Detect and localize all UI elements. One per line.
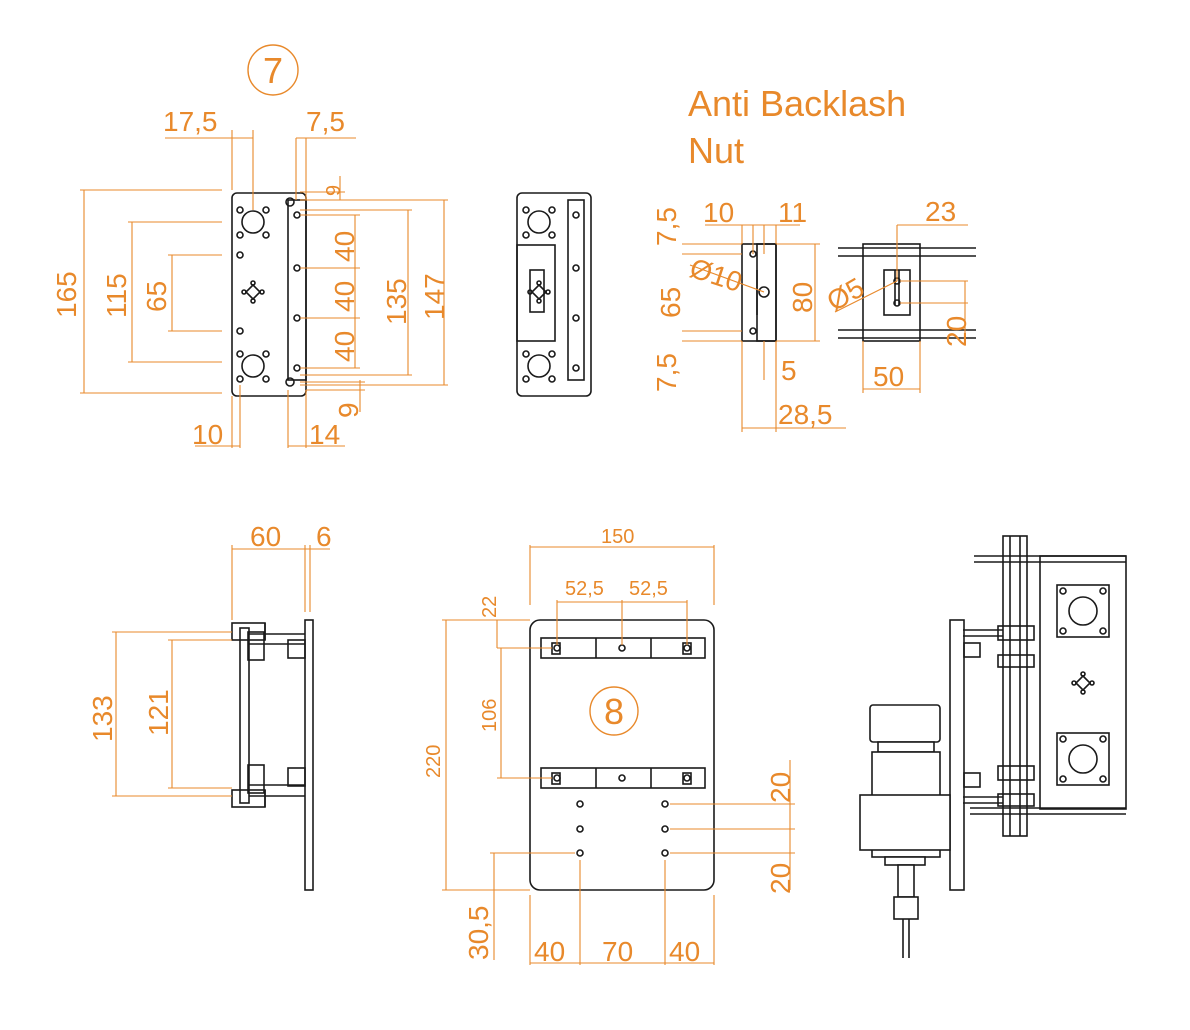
svg-text:65: 65	[655, 287, 686, 318]
svg-text:40: 40	[329, 281, 360, 312]
part-8-drawing: 8 150 52,5 52,5 22 106 220 20 20 30,5 40…	[423, 526, 796, 967]
svg-text:70: 70	[602, 936, 633, 967]
svg-text:65: 65	[141, 281, 172, 312]
svg-text:121: 121	[143, 689, 174, 736]
svg-text:17,5: 17,5	[163, 106, 218, 137]
svg-text:50: 50	[873, 361, 904, 392]
part-7-badge	[247, 44, 299, 96]
assembly-side-view: 60 6 133 121	[87, 521, 332, 891]
svg-text:9: 9	[323, 185, 345, 196]
part-8-plate	[529, 619, 715, 891]
svg-text:7,5: 7,5	[651, 207, 682, 246]
svg-text:40: 40	[329, 231, 360, 262]
svg-text:133: 133	[87, 695, 118, 742]
part-7-rear-view	[516, 192, 592, 397]
svg-text:20: 20	[941, 316, 972, 347]
svg-text:20: 20	[765, 772, 796, 803]
svg-text:6: 6	[316, 521, 332, 552]
svg-text:52,5: 52,5	[629, 578, 668, 600]
svg-text:106: 106	[479, 699, 501, 732]
svg-text:220: 220	[423, 745, 445, 778]
assembly-perspective-view	[859, 535, 1127, 958]
part-7-rail	[287, 199, 307, 381]
svg-text:165: 165	[51, 271, 82, 318]
svg-text:80: 80	[787, 282, 818, 313]
svg-text:40: 40	[669, 936, 700, 967]
svg-text:40: 40	[329, 331, 360, 362]
part-8-number: 8	[604, 691, 624, 732]
svg-text:52,5: 52,5	[565, 578, 604, 600]
svg-text:11: 11	[778, 197, 807, 228]
part-7-number: 7	[263, 50, 283, 91]
svg-text:5: 5	[781, 355, 797, 386]
anti-backlash-nut-drawing: Anti Backlash Nut 7,5 10 11 Ø10 65 80 7,…	[651, 83, 976, 432]
part-7-drawing: 7 17,5 7,5 9 165 115 65	[51, 44, 450, 450]
svg-text:115: 115	[101, 273, 132, 318]
svg-text:9: 9	[333, 402, 364, 418]
svg-text:7,5: 7,5	[651, 353, 682, 392]
svg-text:22: 22	[479, 596, 501, 618]
svg-text:7,5: 7,5	[306, 106, 345, 137]
svg-text:150: 150	[601, 526, 634, 548]
svg-text:23: 23	[925, 196, 956, 227]
svg-text:60: 60	[250, 521, 281, 552]
svg-text:14: 14	[309, 419, 340, 450]
part-8-badge	[589, 686, 639, 736]
svg-text:28,5: 28,5	[778, 399, 833, 430]
nut-title-line-2: Nut	[688, 130, 744, 171]
svg-text:147: 147	[419, 273, 450, 320]
svg-text:30,5: 30,5	[463, 906, 494, 961]
bearing-hole-top	[241, 210, 265, 234]
svg-text:10: 10	[703, 197, 734, 228]
svg-text:Ø10: Ø10	[686, 252, 746, 298]
svg-text:Ø5: Ø5	[822, 272, 870, 318]
nut-title-line-1: Anti Backlash	[688, 83, 906, 124]
svg-text:135: 135	[381, 278, 412, 325]
svg-text:20: 20	[765, 863, 796, 894]
bearing-hole-bottom	[241, 354, 265, 378]
svg-text:40: 40	[534, 936, 565, 967]
svg-text:10: 10	[192, 419, 223, 450]
